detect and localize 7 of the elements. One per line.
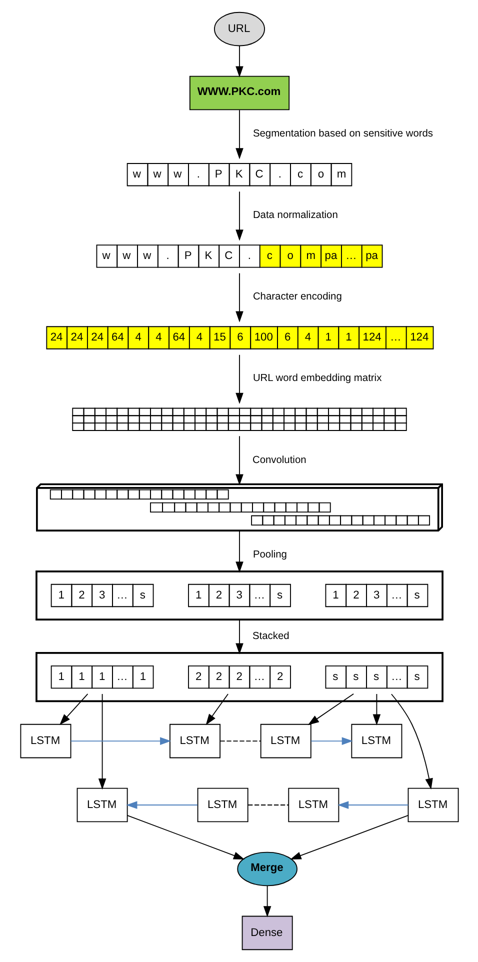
edge-label: URL word embedding matrix [252,373,382,384]
edge-label: Convolution [252,454,306,466]
edge-label: Segmentation based on sensitive words [252,128,433,140]
edge-label: Stacked [252,630,289,642]
edge-label: Character encoding [252,292,342,303]
edge-label: Data normalization [252,210,338,221]
edge-label: Pooling [252,549,286,560]
